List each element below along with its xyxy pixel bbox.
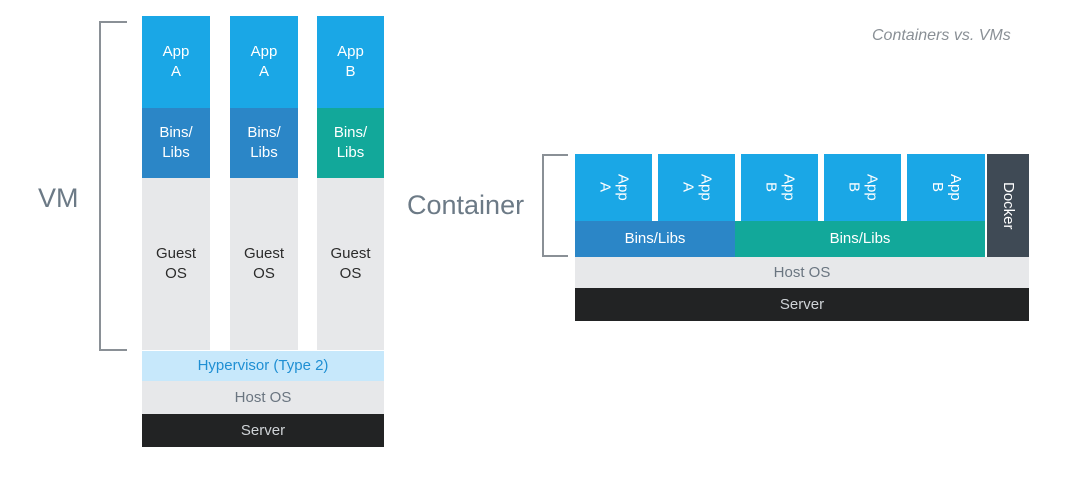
container-docker-block: Docker — [987, 154, 1029, 257]
vm-guest-os-cell: Guest OS — [142, 178, 210, 350]
vm-bins-cell: Bins/ Libs — [230, 108, 298, 178]
vm-bins-cell: Bins/ Libs — [317, 108, 384, 178]
container-host-os-layer: Host OS — [575, 257, 1029, 288]
container-label: Container — [407, 190, 525, 220]
vm-bins-cell: Bins/ Libs — [142, 108, 210, 178]
vm-app-cell: App A — [142, 16, 210, 108]
vm-app-cell: App B — [317, 16, 384, 108]
container-bracket — [542, 154, 568, 257]
container-app-cell: App B — [741, 154, 818, 221]
container-bins-libs-a: Bins/Libs — [575, 221, 735, 257]
vm-hypervisor-layer: Hypervisor (Type 2) — [142, 351, 384, 381]
vm-label: VM — [38, 183, 79, 213]
vm-bracket — [99, 21, 127, 351]
container-server-layer: Server — [575, 288, 1029, 321]
container-bins-libs-b: Bins/Libs — [735, 221, 985, 257]
vm-guest-os-cell: Guest OS — [230, 178, 298, 350]
vm-app-cell: App A — [230, 16, 298, 108]
vm-guest-os-cell: Guest OS — [317, 178, 384, 350]
container-app-cell: App B — [824, 154, 901, 221]
diagram-caption: Containers vs. VMs — [872, 27, 1011, 44]
container-app-cell: App B — [907, 154, 985, 221]
vm-server-layer: Server — [142, 414, 384, 447]
container-app-cell: App A — [658, 154, 735, 221]
vm-host-os-layer: Host OS — [142, 381, 384, 414]
container-app-cell: App A — [575, 154, 652, 221]
